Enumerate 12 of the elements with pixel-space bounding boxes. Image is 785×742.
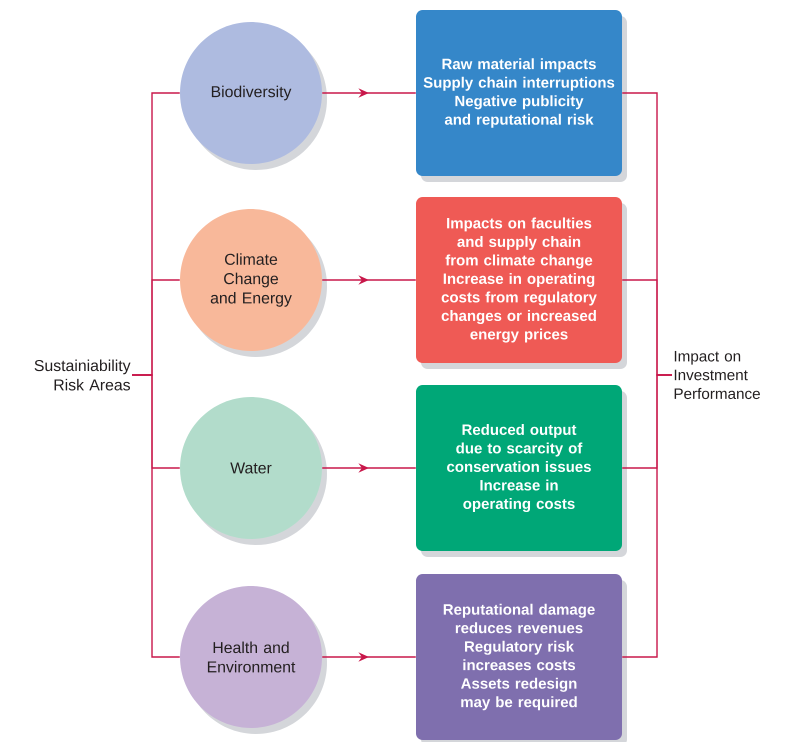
impact-box: Reputational damage reduces revenues Regulatory risk increases costs Assets redesign may be required xyxy=(416,574,627,742)
circle-node: Climate Change and Energy xyxy=(180,209,327,357)
impact-box: Raw material impacts Supply chain interruptions Negative publicity and reputational risk xyxy=(416,10,627,182)
impact-box: Reduced output due to scarcity of conservation issues Increase in operating costs xyxy=(416,385,627,557)
impact-box: Impacts on faculties and supply chain from climate change Increase in operating costs from regulatory changes or increased energy prices xyxy=(416,197,627,369)
category-label: Sustainiability Risk Areas xyxy=(34,360,131,390)
circle-node: Biodiversity xyxy=(180,22,327,170)
bracket-line xyxy=(622,374,672,658)
circle-node: Water xyxy=(180,397,327,545)
outcome-label: Impact on Investment Performance xyxy=(674,350,760,400)
circle-node: Health and Environment xyxy=(180,586,327,734)
bracket-line xyxy=(132,374,180,658)
